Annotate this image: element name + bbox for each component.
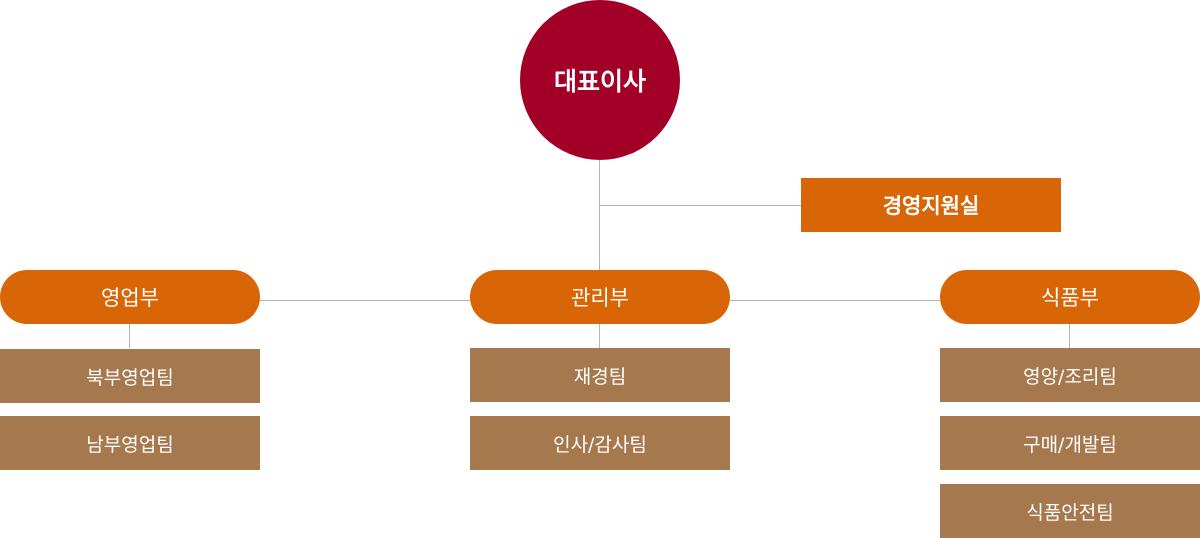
dept-admin: 관리부 [470, 270, 730, 324]
connector-admin-teams [599, 324, 600, 348]
connector-support [599, 205, 801, 206]
team-finance: 재경팀 [470, 348, 730, 402]
dept-sales-label: 영업부 [101, 286, 159, 310]
dept-admin-label: 관리부 [571, 286, 629, 310]
ceo-node: 대표이사 [520, 0, 680, 160]
team-hr-audit: 인사/감사팀 [470, 416, 730, 470]
team-label: 인사/감사팀 [553, 433, 647, 456]
team-north-sales: 북부영업팀 [0, 349, 260, 403]
support-office-label: 경영지원실 [882, 194, 980, 218]
connector-ceo-trunk [599, 160, 600, 270]
team-food-safety: 식품안전팀 [940, 484, 1200, 538]
support-office-node: 경영지원실 [801, 178, 1061, 232]
team-purchasing-development: 구매/개발팀 [940, 416, 1200, 470]
connector-food-teams [1069, 324, 1070, 348]
team-label: 영양/조리팀 [1023, 365, 1117, 388]
team-south-sales: 남부영업팀 [0, 416, 260, 470]
connector-sales-teams [129, 324, 130, 348]
connector-dept-right [730, 300, 940, 301]
team-label: 구매/개발팀 [1023, 433, 1117, 456]
team-label: 남부영업팀 [86, 433, 174, 456]
team-label: 식품안전팀 [1026, 501, 1114, 524]
team-label: 재경팀 [573, 365, 627, 388]
dept-food-label: 식품부 [1041, 286, 1099, 310]
connector-dept-left [260, 300, 470, 301]
ceo-label: 대표이사 [553, 67, 646, 96]
dept-food: 식품부 [940, 270, 1200, 324]
dept-sales: 영업부 [0, 270, 260, 324]
team-nutrition-cooking: 영양/조리팀 [940, 348, 1200, 402]
team-label: 북부영업팀 [86, 366, 174, 389]
